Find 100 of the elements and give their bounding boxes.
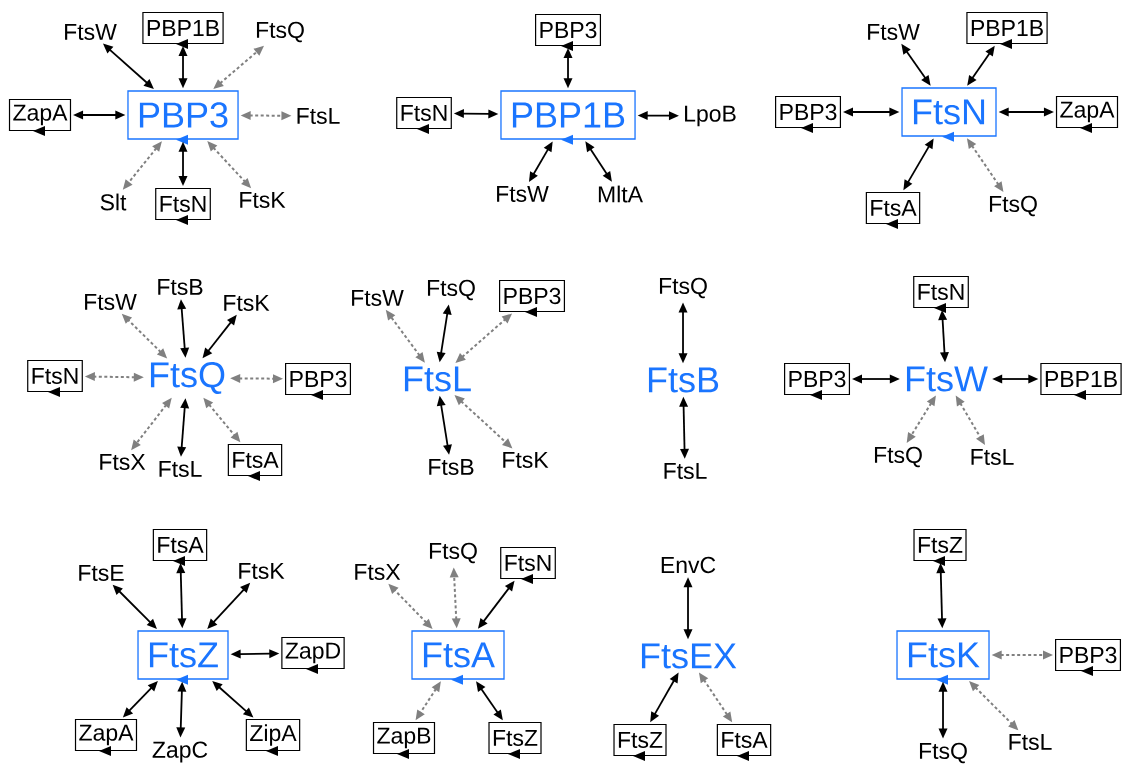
double-arrow (966, 138, 1004, 192)
double-arrow (436, 304, 452, 363)
double-arrow (903, 138, 934, 191)
protein-box: PBP1B (1040, 362, 1122, 401)
protein-box: FtsA (411, 630, 505, 685)
protein-box: FtsN (913, 275, 969, 314)
double-arrow (938, 310, 949, 363)
protein-box: FtsN (155, 187, 211, 226)
double-arrow (388, 583, 433, 629)
double-arrow (906, 395, 936, 443)
protein-box: FtsN (500, 546, 556, 585)
protein-label: FtsQ (920, 742, 967, 764)
double-arrow (122, 681, 158, 718)
protein-box: PBP3 (784, 362, 850, 401)
double-arrow (585, 141, 612, 182)
double-arrow (678, 302, 688, 364)
protein-label: FtsEX (641, 643, 737, 669)
protein-box: FtsZ (488, 721, 542, 760)
protein-box: FtsN (27, 359, 83, 398)
protein-box: PBP3 (1055, 638, 1121, 677)
double-arrow (202, 314, 237, 359)
protein-label: Slt (100, 193, 127, 211)
protein-label: FtsB (648, 367, 719, 393)
protein-label: FtsQ (427, 279, 475, 301)
protein-box: FtsN (396, 96, 452, 135)
double-arrow (528, 141, 553, 183)
protein-label: EnvC (661, 556, 716, 574)
double-arrow (969, 681, 1019, 731)
protein-box: PBP3 (499, 279, 565, 318)
double-arrow (176, 681, 187, 738)
double-arrow (203, 397, 241, 443)
protein-label: FtsW (868, 24, 920, 40)
double-arrow (240, 111, 292, 121)
protein-box: PBP1B (966, 11, 1048, 50)
double-arrow (679, 396, 689, 459)
protein-label: FtsQ (150, 362, 225, 394)
double-arrow (176, 563, 187, 629)
double-arrow (131, 397, 172, 451)
double-arrow (230, 649, 280, 659)
protein-label: FtsQ (990, 195, 1037, 217)
double-arrow (698, 672, 733, 723)
protein-label: FtsB (429, 459, 474, 476)
protein-box: FtsZ (137, 630, 229, 685)
protein-label: FtsX (355, 564, 401, 581)
protein-box: ZapA (1055, 95, 1119, 134)
protein-label: FtsK (224, 295, 270, 311)
double-arrow (122, 141, 162, 190)
double-arrow (112, 584, 157, 629)
protein-label: FtsW (352, 290, 404, 306)
protein-box: PBP3 (127, 90, 239, 145)
protein-label: MltA (598, 185, 643, 203)
double-arrow (212, 681, 254, 718)
double-arrow (563, 48, 573, 89)
protein-box: FtsA (716, 723, 772, 762)
protein-label: FtsL (1009, 734, 1052, 751)
protein-box: PBP3 (535, 13, 601, 52)
double-arrow (476, 681, 503, 721)
protein-label: LpoB (685, 105, 736, 127)
protein-label: FtsE (79, 565, 124, 582)
protein-label: FtsK (240, 192, 286, 208)
protein-label: FtsL (664, 463, 707, 480)
protein-label: FtsB (158, 279, 203, 295)
double-arrow (178, 46, 188, 89)
protein-label: FtsK (239, 563, 285, 580)
double-arrow (991, 650, 1053, 660)
double-arrow (84, 372, 144, 382)
protein-label: FtsL (159, 461, 202, 478)
double-arrow (477, 580, 515, 629)
protein-label: FtsL (297, 108, 340, 124)
double-arrow (992, 374, 1039, 384)
protein-box: FtsK (896, 630, 990, 685)
protein-label: FtsW (907, 366, 988, 392)
double-arrow (955, 395, 985, 446)
double-arrow (207, 582, 251, 629)
protein-box: FtsZ (913, 528, 967, 567)
double-arrow (177, 299, 190, 358)
protein-box: FtsA (227, 443, 283, 482)
double-arrow (936, 563, 947, 629)
protein-label: FtsW (85, 294, 137, 310)
protein-box: FtsN (901, 87, 997, 142)
protein-label: FtsK (503, 452, 549, 469)
double-arrow (230, 373, 283, 384)
protein-box: FtsZ (613, 723, 667, 762)
protein-label: FtsL (404, 366, 471, 392)
double-arrow (650, 672, 679, 723)
protein-label: FtsX (100, 454, 146, 471)
double-arrow (843, 107, 900, 117)
protein-box: ZapA (74, 718, 138, 757)
double-arrow (415, 681, 441, 721)
protein-label: FtsW (65, 24, 117, 40)
double-arrow (449, 567, 461, 629)
protein-box: ZipA (245, 718, 301, 757)
double-arrow (455, 313, 513, 363)
protein-label: FtsQ (429, 542, 477, 564)
double-arrow (177, 398, 190, 457)
protein-box: PBP1B (500, 90, 636, 145)
double-arrow (454, 395, 513, 449)
protein-box: FtsA (865, 191, 921, 230)
protein-label: FtsQ (256, 21, 304, 43)
double-arrow (637, 111, 679, 121)
